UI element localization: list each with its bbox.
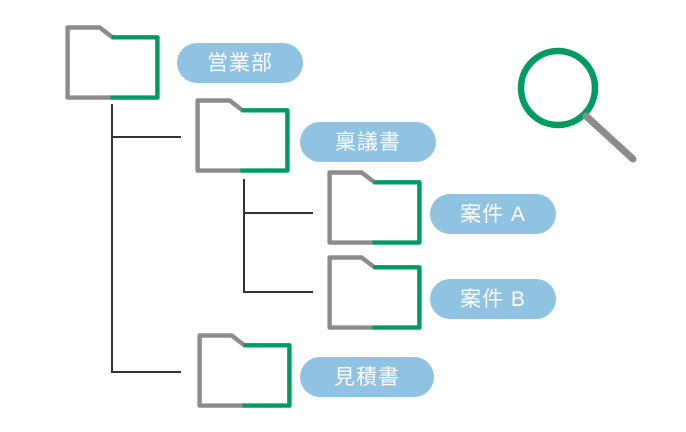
label-mitsumorisho: 見積書: [300, 357, 434, 397]
label-mitsumorisho-text: 見積書: [334, 365, 400, 389]
folder-icon-sales-dept: [65, 25, 160, 100]
folder-icon-case-a: [327, 170, 422, 245]
folder-icon-ringisho: [195, 98, 290, 173]
label-ringisho-text: 稟議書: [335, 130, 401, 154]
magnifier-icon: [517, 47, 637, 163]
label-sales-dept: 営業部: [177, 43, 303, 83]
label-ringisho: 稟議書: [300, 122, 436, 162]
label-case-a-text: 案件 A: [460, 202, 526, 226]
label-case-b: 案件 B: [430, 279, 556, 319]
label-sales-dept-text: 営業部: [207, 51, 273, 75]
folder-icon-case-b: [327, 255, 422, 330]
folder-icon-mitsumorisho: [197, 333, 292, 408]
label-case-a: 案件 A: [430, 194, 556, 234]
label-case-b-text: 案件 B: [460, 287, 526, 311]
